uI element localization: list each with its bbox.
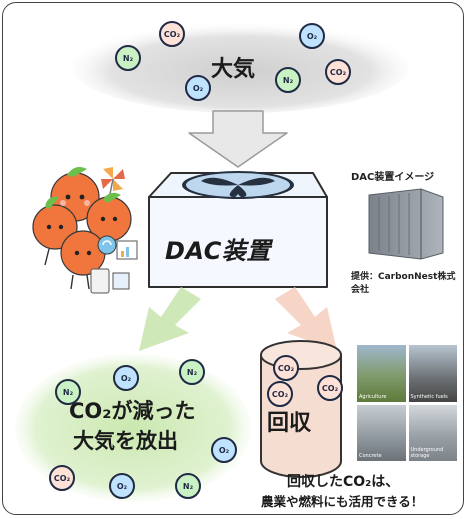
atmosphere-label: 大気 xyxy=(211,57,256,82)
release-text-line1: CO₂が減った xyxy=(69,399,196,423)
n2-molecule-icon: N₂ xyxy=(275,67,301,93)
o2-molecule-icon: O₂ xyxy=(211,437,237,463)
n2-molecule-icon: N₂ xyxy=(55,379,81,405)
o2-molecule-icon: O₂ xyxy=(185,75,211,101)
agriculture-photo: Agriculture xyxy=(357,345,406,402)
concrete-photo: Concrete xyxy=(357,404,406,461)
synthetic-fuel-photo: Synthetic fuels xyxy=(408,345,457,402)
diagram-frame: 大気 CO₂ O₂ N₂ O₂ N₂ CO₂ xyxy=(2,2,464,515)
co2-molecule-icon: CO₂ xyxy=(273,355,299,381)
o2-molecule-icon: O₂ xyxy=(113,365,139,391)
co2-molecule-icon: CO₂ xyxy=(325,59,351,85)
uses-photo-grid: Agriculture Synthetic fuels Concrete Und… xyxy=(357,345,457,461)
uses-text-line1: 回収したCO₂は、 xyxy=(287,474,400,490)
co2-molecule-icon: CO₂ xyxy=(49,465,75,491)
atmosphere-cloud xyxy=(73,21,409,113)
mascot-icon xyxy=(32,167,138,294)
co2-molecule-icon: CO₂ xyxy=(317,375,343,401)
capture-label: 回収 xyxy=(267,411,312,436)
release-text-line2: 大気を放出 xyxy=(73,429,178,453)
salmon-arrow-icon xyxy=(275,287,337,351)
co2-molecule-icon: CO₂ xyxy=(267,381,293,407)
dac-device xyxy=(148,171,328,288)
down-arrow-icon xyxy=(188,110,288,168)
storage-cabinet-icon xyxy=(368,188,444,260)
o2-molecule-icon: O₂ xyxy=(299,23,325,49)
fan-icon xyxy=(201,177,275,197)
dac-device-label: DAC装置 xyxy=(165,237,271,265)
green-arrow-icon xyxy=(139,287,201,351)
n2-molecule-icon: N₂ xyxy=(175,473,201,499)
dac-image-caption: DAC装置イメージ xyxy=(351,172,435,183)
n2-molecule-icon: N₂ xyxy=(179,359,205,385)
dac-image-credit: 提供：CarbonNest株式会社 xyxy=(351,272,456,295)
underground-storage-photo: Underground storage xyxy=(408,404,457,461)
o2-molecule-icon: O₂ xyxy=(109,473,135,499)
uses-text-line2: 農業や燃料にも活用できる！ xyxy=(261,494,424,509)
n2-molecule-icon: N₂ xyxy=(115,45,141,71)
co2-molecule-icon: CO₂ xyxy=(159,21,185,47)
